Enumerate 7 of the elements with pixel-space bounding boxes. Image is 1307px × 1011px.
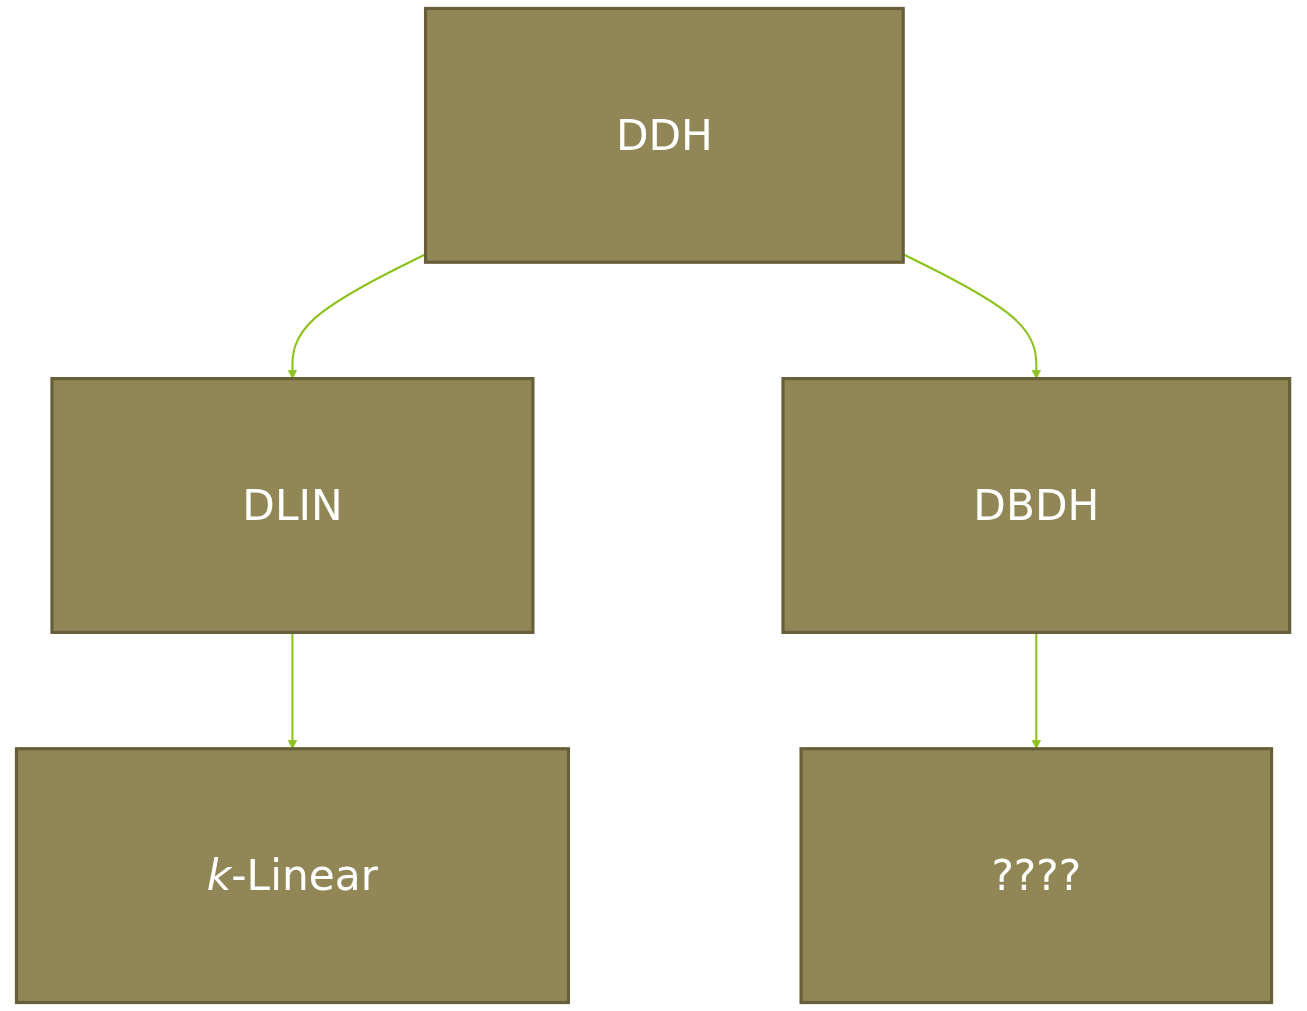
node-box: DBDH <box>781 377 1292 634</box>
arrow <box>288 253 427 379</box>
node-box: DLIN <box>50 377 535 634</box>
node-box: DDH <box>424 6 906 264</box>
arrow <box>903 253 1042 379</box>
node-box: k-Linear <box>15 747 571 1005</box>
node-box: ???? <box>799 747 1274 1005</box>
